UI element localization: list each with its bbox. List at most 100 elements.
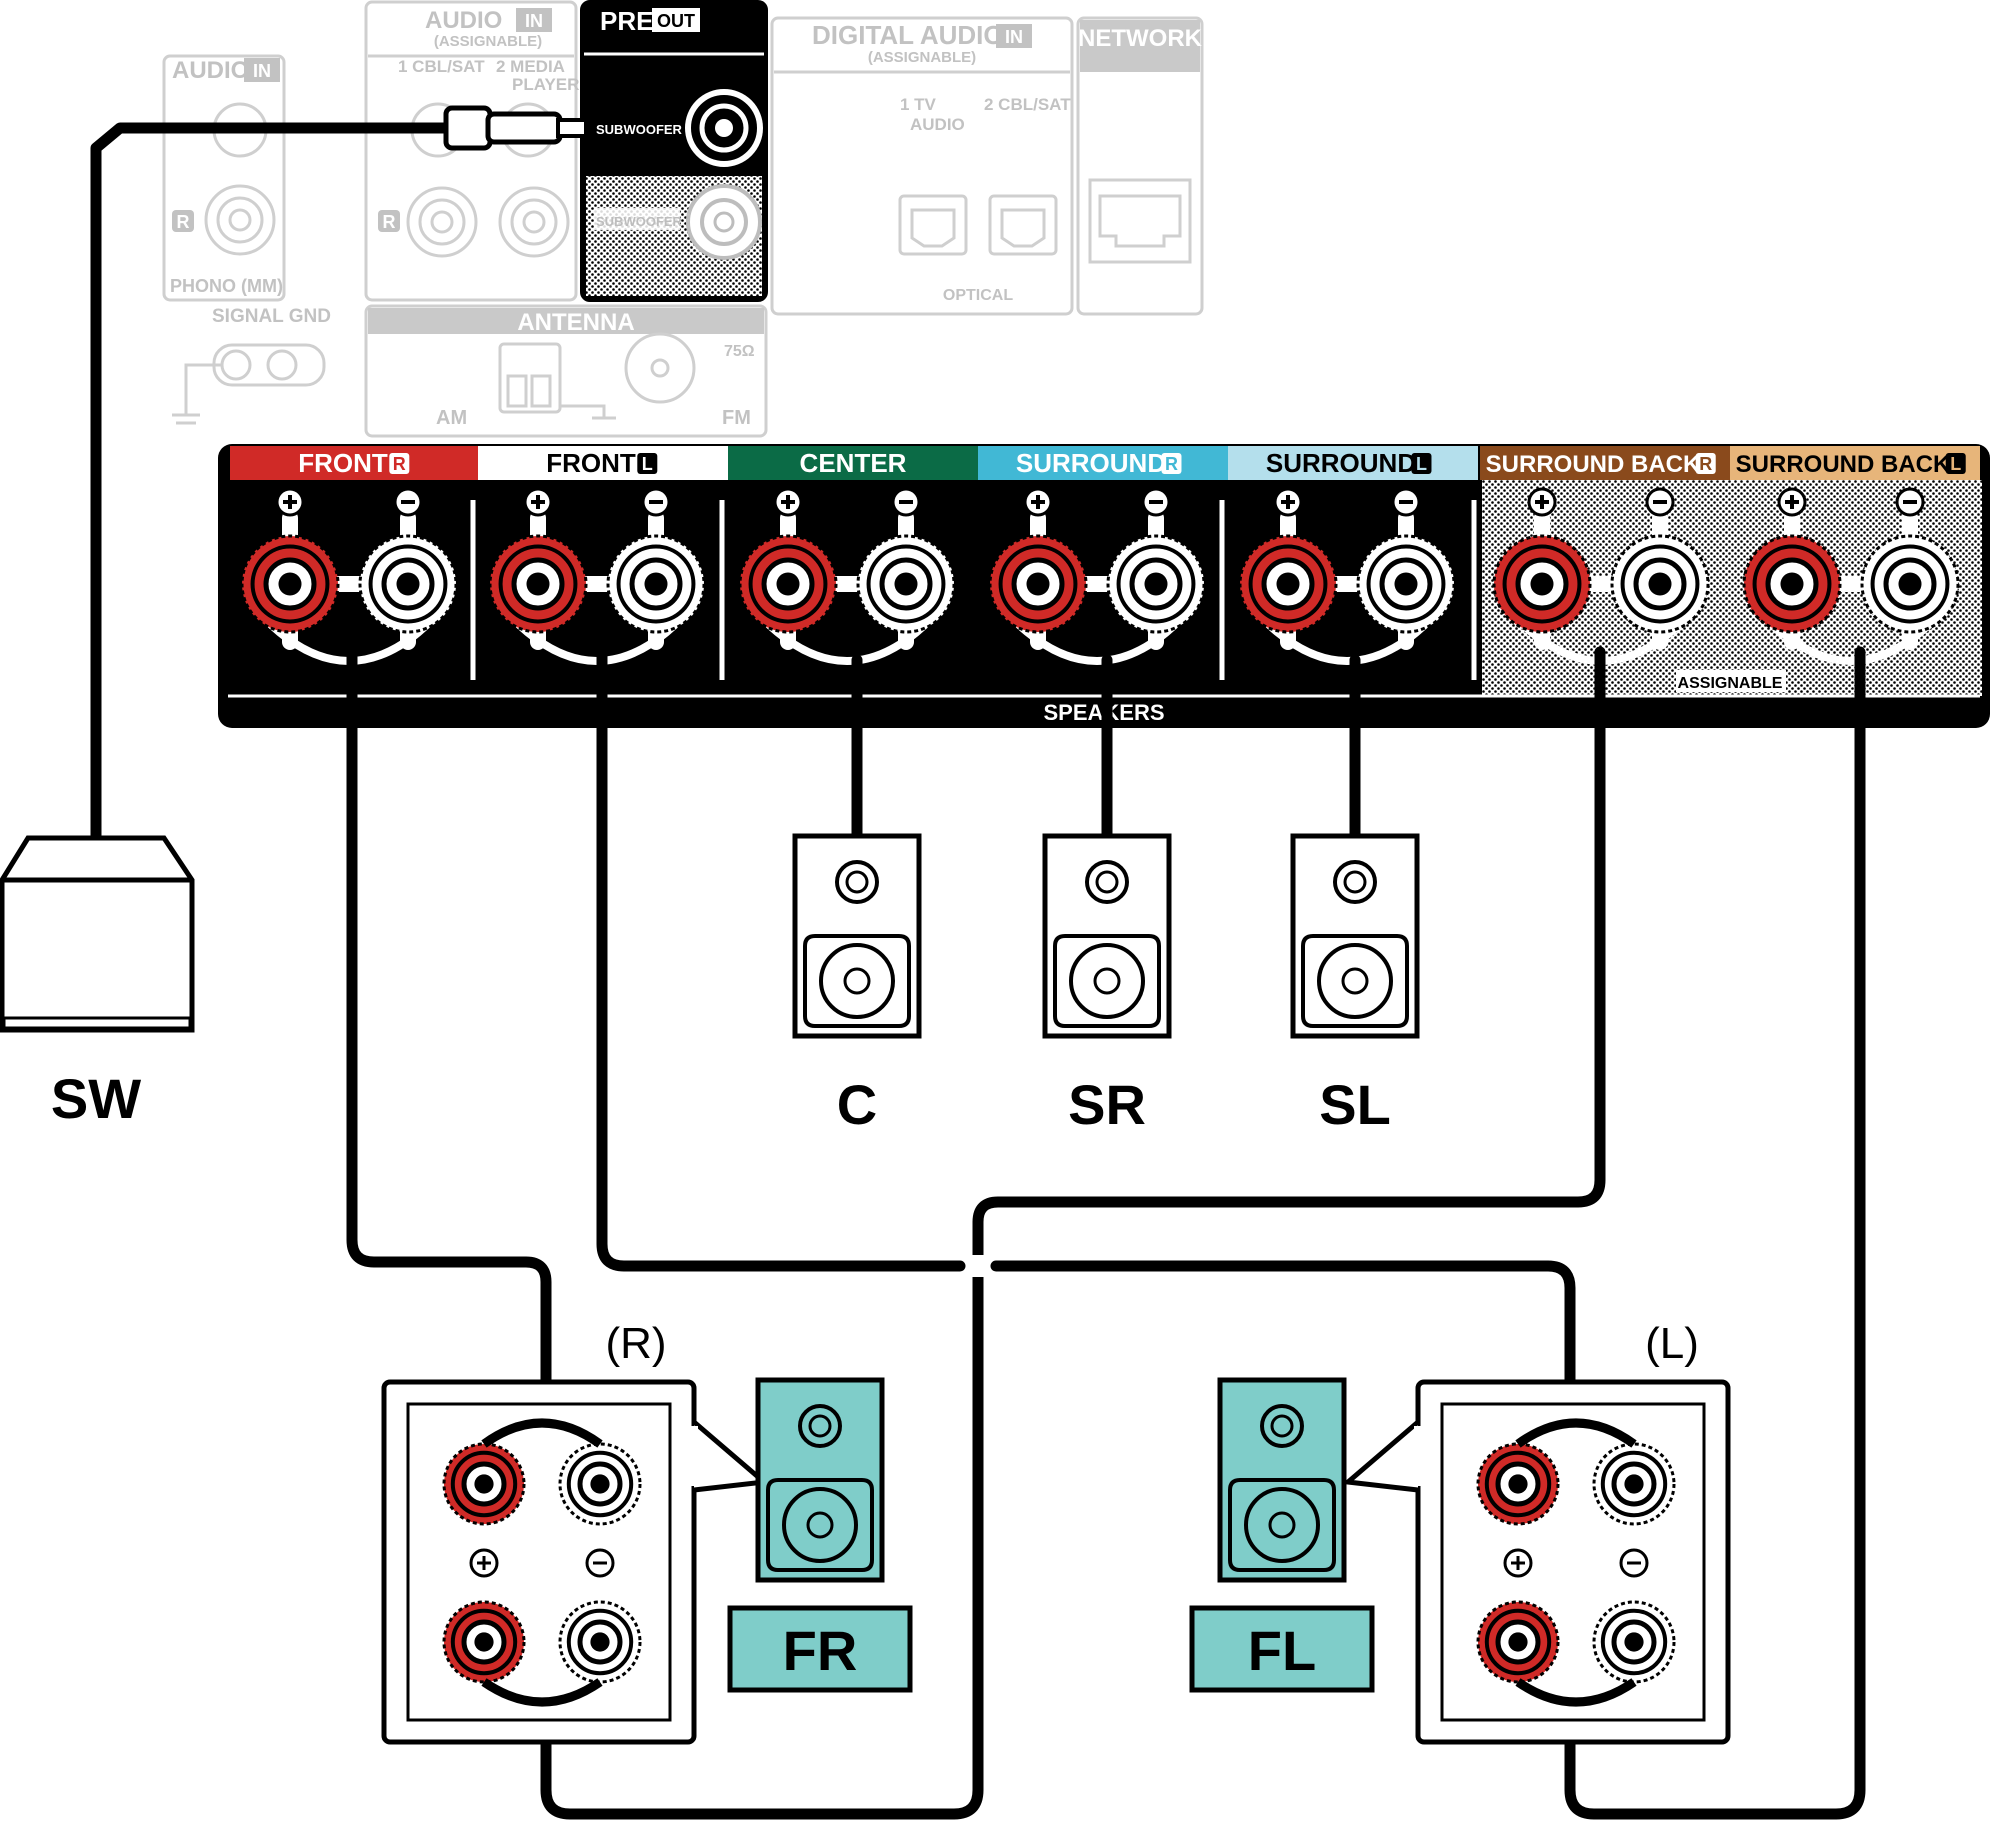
channel-name: SURROUND BACK <box>1486 451 1701 478</box>
in-badge: IN <box>1005 27 1023 47</box>
positive-terminal <box>1476 1600 1560 1684</box>
front-speakers <box>381 1377 1731 1745</box>
sr-label: SR <box>1068 1073 1146 1136</box>
fl-label-box <box>1189 1605 1375 1693</box>
surround-back-r-wire <box>540 646 1606 1820</box>
signal-gnd-section: SIGNAL GND <box>172 306 331 425</box>
audio-in-title: AUDIO <box>172 57 249 84</box>
fm-label: FM <box>722 407 751 429</box>
positive-terminal <box>1742 534 1842 634</box>
terminal-pair <box>988 487 1225 680</box>
subwoofer-cable <box>90 122 452 844</box>
channel-badge: L <box>642 454 653 474</box>
rca-plug <box>443 105 493 151</box>
positive-terminal <box>988 534 1088 634</box>
center-speaker <box>792 833 922 1039</box>
channel-badge: L <box>1950 454 1961 474</box>
sw-label: SW <box>51 1067 141 1130</box>
positive-terminal <box>442 1442 526 1526</box>
front-l-wire <box>596 646 1576 1446</box>
terminal-pair <box>738 487 956 665</box>
negative-terminal <box>358 534 458 634</box>
fl-label: FL <box>1248 1619 1316 1682</box>
negative-terminal <box>1592 1600 1676 1684</box>
terminal-pairs <box>240 487 1960 680</box>
assignable-sub: (ASSIGNABLE) <box>868 49 976 66</box>
positive-terminal <box>1476 1442 1560 1526</box>
sl-label: SL <box>1319 1073 1391 1136</box>
in-badge: IN <box>253 61 271 81</box>
surround-l-speaker <box>1290 833 1420 1039</box>
channel-r-badge: R <box>177 212 190 232</box>
front-r-terminal-panel <box>381 1379 770 1745</box>
front-r-wire <box>346 646 552 1446</box>
fr-label-box <box>727 1605 913 1693</box>
front-l-speaker <box>1217 1377 1347 1583</box>
channel-name: SURROUND <box>1266 448 1416 478</box>
positive-terminal <box>442 1600 526 1684</box>
front-l-terminal-panel <box>1342 1379 1731 1745</box>
positive-terminal <box>488 534 588 634</box>
input1-label: 1 CBL/SAT <box>398 57 485 76</box>
negative-terminal <box>1592 1442 1676 1526</box>
digital-audio-title: DIGITAL AUDIO <box>812 20 1004 50</box>
input2-label: 2 CBL/SAT <box>984 95 1071 114</box>
ohm-label: 75Ω <box>724 343 755 360</box>
subwoofer: SW <box>0 835 195 1130</box>
pre-out-title: PRE <box>600 6 653 36</box>
channel-header: FRONT L <box>478 446 728 480</box>
digital-audio-section: DIGITAL AUDIO IN (ASSIGNABLE) 1 TV AUDIO… <box>770 16 1074 316</box>
fr-label: FR <box>783 1619 858 1682</box>
negative-terminal <box>558 1442 642 1526</box>
speaker-wires <box>90 105 1866 1820</box>
negative-terminal <box>1610 534 1710 634</box>
subwoofer2-label: SUBWOOFER 2 <box>596 214 693 229</box>
channel-badge: R <box>393 454 406 474</box>
out-badge: OUT <box>657 11 695 31</box>
channel-badge: R <box>1699 454 1712 474</box>
input2-label: 2 MEDIA <box>496 57 565 76</box>
positive-terminal <box>1492 534 1592 634</box>
network-section: NETWORK <box>1076 16 1204 316</box>
negative-terminal <box>1356 534 1456 634</box>
positive-terminal <box>738 534 838 634</box>
channel-r-badge: R <box>383 212 396 232</box>
negative-terminal <box>1106 534 1206 634</box>
negative-terminal <box>1860 534 1960 634</box>
network-title: NETWORK <box>1078 25 1203 52</box>
surround-r-speaker <box>1042 833 1172 1039</box>
pre-out-section: PRE OUT SUBWOOFER 1 SUBWOOFER 2 <box>580 0 768 302</box>
channel-name: SURROUND <box>1016 448 1166 478</box>
in-badge: IN <box>525 11 543 31</box>
channel-badge: L <box>1416 454 1427 474</box>
subwoofer1-label: SUBWOOFER 1 <box>596 122 693 137</box>
channel-name: FRONT <box>546 448 636 478</box>
terminal-pair <box>488 487 725 680</box>
fr-side-label: (R) <box>605 1319 666 1368</box>
channel-badge: R <box>1165 454 1178 474</box>
fl-side-label: (L) <box>1645 1319 1699 1368</box>
small-speakers <box>792 833 1420 1039</box>
channel-name: SURROUND BACK <box>1736 451 1951 478</box>
audio-in-title: AUDIO <box>425 7 502 34</box>
am-label: AM <box>436 407 467 429</box>
signal-gnd-label: SIGNAL GND <box>212 306 331 327</box>
terminal-pair <box>1742 487 1960 665</box>
negative-terminal <box>856 534 956 634</box>
optical-label: OPTICAL <box>943 287 1013 304</box>
assignable-label: ASSIGNABLE <box>1678 675 1783 692</box>
positive-terminal <box>1238 534 1338 634</box>
phono-label: PHONO (MM) <box>170 276 283 296</box>
input2b-label: PLAYER <box>512 75 579 94</box>
audio-in-assignable-section: AUDIO IN (ASSIGNABLE) 1 CBL/SAT 2 MEDIA … <box>364 0 579 302</box>
front-r-speaker <box>755 1377 885 1583</box>
input1-label: 1 TV <box>900 95 937 114</box>
